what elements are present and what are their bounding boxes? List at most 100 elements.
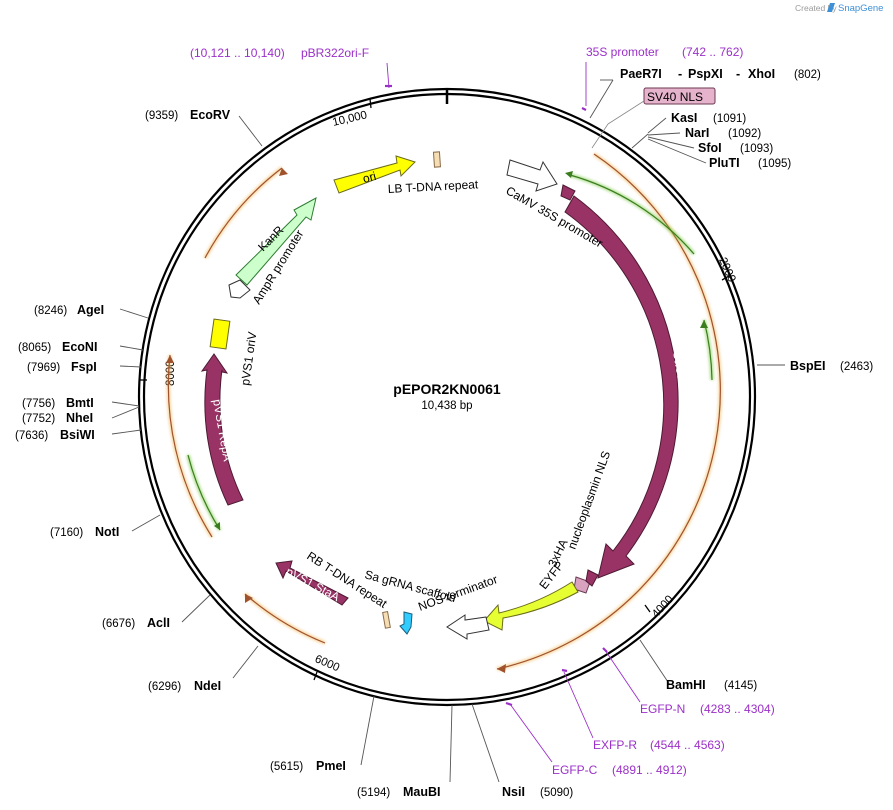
primer-leader bbox=[604, 649, 641, 703]
site-name: FspI bbox=[71, 360, 97, 374]
sv40-nls-small-box bbox=[560, 184, 576, 201]
site-name: BspEI bbox=[790, 359, 825, 373]
pvs1-oriv-label: pVS1 oriV bbox=[238, 331, 259, 386]
site-name: NarI bbox=[685, 126, 709, 140]
primer-exfp-r[interactable]: EXFP-R (4544 .. 4563) bbox=[561, 668, 725, 752]
site-bsiwi[interactable]: (7636) BsiWI bbox=[15, 428, 95, 442]
site-pos: (8065) bbox=[18, 342, 51, 354]
site-pos: (5194) bbox=[357, 787, 390, 799]
site-bamhi[interactable]: BamHI (4145) bbox=[666, 678, 757, 692]
site-pos: (7160) bbox=[50, 527, 83, 539]
ampr-promoter-arrow bbox=[228, 279, 251, 299]
primer-egfp-n[interactable]: EGFP-N (4283 .. 4304) bbox=[602, 647, 775, 716]
site-leader-lines bbox=[111, 79, 785, 783]
rb-repeat-box bbox=[382, 611, 391, 629]
site-sfoi[interactable]: SfoI (1093) bbox=[698, 141, 773, 155]
site-name: NdeI bbox=[194, 679, 221, 693]
plasmid-length: 10,438 bp bbox=[421, 400, 472, 412]
pvs1-repa-arrow bbox=[200, 353, 244, 506]
site-bmti[interactable]: (7756) BmtI bbox=[22, 396, 94, 410]
primer-mark bbox=[505, 701, 513, 707]
site-nhei[interactable]: (7752) NheI bbox=[22, 411, 93, 425]
primer-range: (4544 .. 4563) bbox=[650, 738, 725, 752]
snapgene-logo-text: SnapGene bbox=[838, 3, 883, 14]
site-pos: (7636) bbox=[15, 430, 48, 442]
sv40-leader-2 bbox=[591, 123, 609, 149]
primer-name: EGFP-C bbox=[552, 763, 598, 777]
site-name: AgeI bbox=[77, 303, 104, 317]
site-pos: (1095) bbox=[758, 158, 791, 170]
site-name: PaeR7I bbox=[620, 67, 662, 81]
site-noti[interactable]: (7160) NotI bbox=[50, 525, 119, 539]
site-pos: (1092) bbox=[728, 128, 761, 140]
site-fspi[interactable]: (7969) FspI bbox=[27, 360, 97, 374]
primer-range: (4891 .. 4912) bbox=[612, 763, 687, 777]
orf-inner-arrowhead-3 bbox=[214, 522, 220, 530]
site-name: NsiI bbox=[502, 785, 525, 799]
site-pos: (1091) bbox=[713, 113, 746, 125]
site-ndei[interactable]: (6296) NdeI bbox=[148, 679, 221, 693]
site-pos: (1093) bbox=[740, 143, 773, 155]
site-pos: (8246) bbox=[34, 305, 67, 317]
site-name: SfoI bbox=[698, 141, 722, 155]
site-nari[interactable]: NarI (1092) bbox=[685, 126, 761, 140]
site-pos: (5615) bbox=[270, 761, 303, 773]
site-nsii[interactable]: NsiI (5090) bbox=[502, 785, 573, 799]
site-name: PluTI bbox=[709, 156, 740, 170]
eyfp-arrow bbox=[483, 581, 579, 631]
primer-35s-promoter[interactable]: 35S promoter (742 .. 762) bbox=[581, 45, 743, 111]
site-name: MauBI bbox=[403, 785, 441, 799]
site-acli[interactable]: (6676) AclI bbox=[102, 616, 170, 630]
site-name: KasI bbox=[671, 111, 697, 125]
site-agei[interactable]: (8246) AgeI bbox=[34, 303, 104, 317]
site-name: EcoNI bbox=[62, 340, 97, 354]
site-bspei[interactable]: BspEI (2463) bbox=[790, 359, 873, 373]
primer-leader bbox=[386, 62, 390, 89]
site-pluti[interactable]: PluTI (1095) bbox=[709, 156, 791, 170]
site-separator: - bbox=[678, 67, 682, 81]
orf-arrowhead-3 bbox=[166, 355, 174, 363]
primer-mark bbox=[602, 647, 608, 653]
site-name: PmeI bbox=[316, 759, 346, 773]
ori-label: ori bbox=[361, 169, 378, 186]
site-separator: - bbox=[736, 67, 740, 81]
site-pos: (5090) bbox=[540, 787, 573, 799]
snapgene-logo-icon bbox=[827, 3, 835, 12]
tick-label-2000: 2000 bbox=[716, 256, 737, 284]
site-name: AclI bbox=[147, 616, 170, 630]
orf-inner-arrowhead-2 bbox=[700, 320, 708, 328]
site-pmei[interactable]: (5615) PmeI bbox=[270, 759, 346, 773]
site-ecorv[interactable]: (9359) EcoRV bbox=[145, 108, 231, 122]
sv40-leader bbox=[607, 100, 645, 125]
sv40-nls-label: SV40 NLS bbox=[647, 90, 703, 104]
primer-range: (4283 .. 4304) bbox=[700, 702, 775, 716]
site-name: NotI bbox=[95, 525, 119, 539]
tick-2000: 2000 bbox=[716, 256, 737, 284]
primer-name: pBR322ori-F bbox=[301, 46, 369, 60]
site-pos: (7752) bbox=[22, 413, 55, 425]
credit-text: Created by bbox=[795, 3, 837, 13]
site-econi[interactable]: (8065) EcoNI bbox=[18, 340, 97, 354]
orf-arrowhead-4 bbox=[245, 594, 253, 603]
site-name: XhoI bbox=[748, 67, 775, 81]
primer-egfp-c[interactable]: EGFP-C (4891 .. 4912) bbox=[505, 701, 687, 777]
primer-pbr322ori-f[interactable]: (10,121 .. 10,140) pBR322ori-F bbox=[190, 46, 392, 89]
primer-range: (10,121 .. 10,140) bbox=[190, 46, 285, 60]
site-name: BmtI bbox=[66, 396, 94, 410]
site-maubi[interactable]: (5194) MauBI bbox=[357, 785, 441, 799]
site-kasi[interactable]: KasI (1091) bbox=[671, 111, 746, 125]
sv40-nls-label-box bbox=[643, 87, 716, 105]
sacas9-arrow bbox=[564, 195, 679, 579]
nos-terminator-arrow bbox=[446, 614, 490, 640]
site-name: BsiWI bbox=[60, 428, 95, 442]
site-paer7i-pspxi-xhoi[interactable]: PaeR7I - PspXI - XhoI (802) bbox=[620, 67, 821, 81]
primer-leader bbox=[563, 671, 594, 739]
pvs1-oriv-box bbox=[209, 318, 231, 350]
site-pos: (7969) bbox=[27, 362, 60, 374]
orf-arrowhead-2 bbox=[279, 168, 288, 176]
primer-mark bbox=[581, 107, 587, 111]
site-pos: (9359) bbox=[145, 110, 178, 122]
primer-leader bbox=[509, 703, 553, 763]
site-pos: (6296) bbox=[148, 681, 181, 693]
